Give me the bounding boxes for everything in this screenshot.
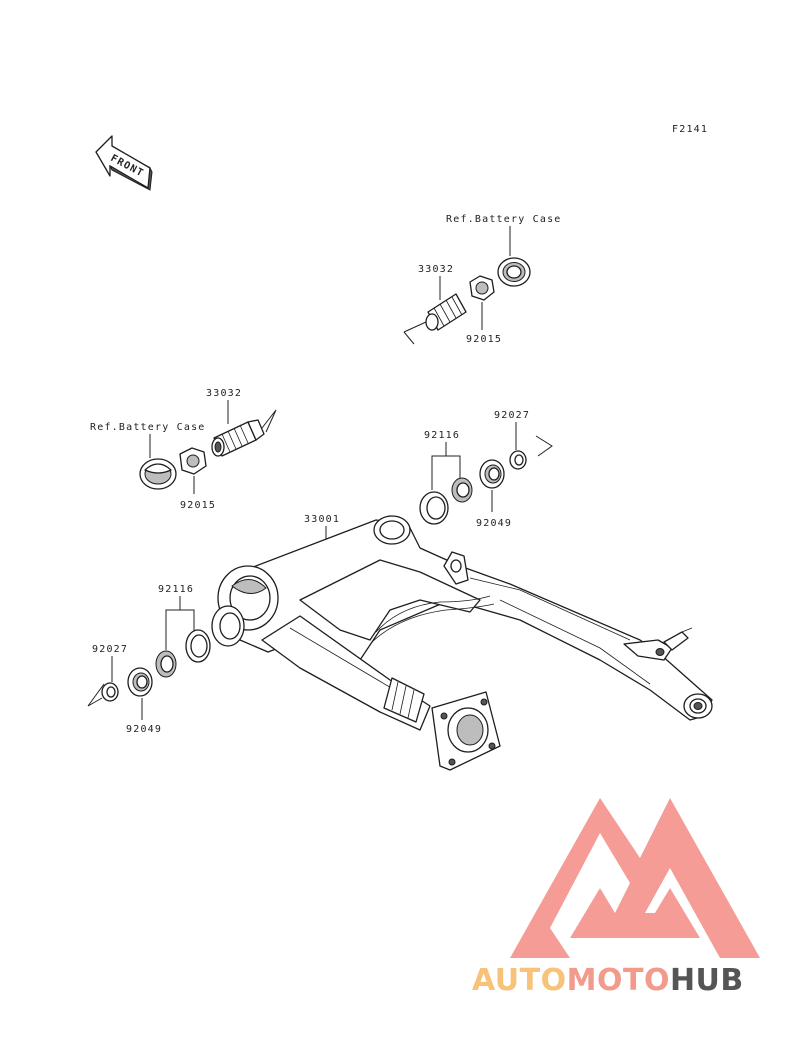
front-arrow-icon: FRONT xyxy=(95,135,153,191)
label-33032-mid: 33032 xyxy=(206,388,242,399)
watermark-moto: MOTO xyxy=(566,963,670,998)
label-33032-top: 33032 xyxy=(418,264,454,275)
seal-left xyxy=(127,667,153,697)
battery-case-cap-mid xyxy=(139,458,177,490)
seal-right xyxy=(479,459,505,489)
label-92116-right: 92116 xyxy=(424,430,460,441)
watermark-hub: HUB xyxy=(669,963,744,998)
collar-right xyxy=(509,450,527,470)
label-92049-left: 92049 xyxy=(126,724,162,735)
pivot-shaft-top xyxy=(403,293,467,345)
hex-nut-top xyxy=(469,275,495,301)
shock-mount xyxy=(443,551,469,585)
collar-left xyxy=(101,682,119,702)
ref-code: F2141 xyxy=(672,124,708,135)
label-92116-left: 92116 xyxy=(158,584,194,595)
watermark-text: AUTOMOTOHUB xyxy=(472,958,798,1004)
leader-92116-right-b xyxy=(446,455,461,478)
hex-nut-mid xyxy=(179,447,207,475)
watermark-logo-icon xyxy=(510,798,760,958)
label-92027-left: 92027 xyxy=(92,644,128,655)
needle-bearing-left xyxy=(155,650,177,678)
leader-92116-left-a xyxy=(165,596,181,650)
leader-92116-left-b xyxy=(180,609,195,632)
label-92015-mid: 92015 xyxy=(180,500,216,511)
label-ref-battery-case-mid: Ref.Battery Case xyxy=(90,422,206,433)
label-ref-battery-case-top: Ref.Battery Case xyxy=(446,214,562,225)
axle-bracket xyxy=(623,627,693,661)
logo-outer-triangle xyxy=(510,798,760,958)
swing-arm xyxy=(211,515,713,771)
label-33001: 33001 xyxy=(304,514,340,525)
watermark-auto: AUTO xyxy=(472,963,567,998)
bearing-race-left xyxy=(185,629,211,663)
rear-axle-end xyxy=(683,693,713,719)
label-92015-top: 92015 xyxy=(466,334,502,345)
direction-mark-left xyxy=(87,683,105,707)
label-92049-right: 92049 xyxy=(476,518,512,529)
bearing-race-right xyxy=(419,491,449,525)
direction-mark-right xyxy=(535,435,553,457)
leader-92116-right-a xyxy=(431,442,447,490)
needle-bearing-right xyxy=(451,477,473,503)
label-92027-right: 92027 xyxy=(494,410,530,421)
final-drive-flange xyxy=(431,691,501,771)
pivot-shaft-mid xyxy=(211,409,277,457)
battery-case-cap-top xyxy=(497,257,531,287)
